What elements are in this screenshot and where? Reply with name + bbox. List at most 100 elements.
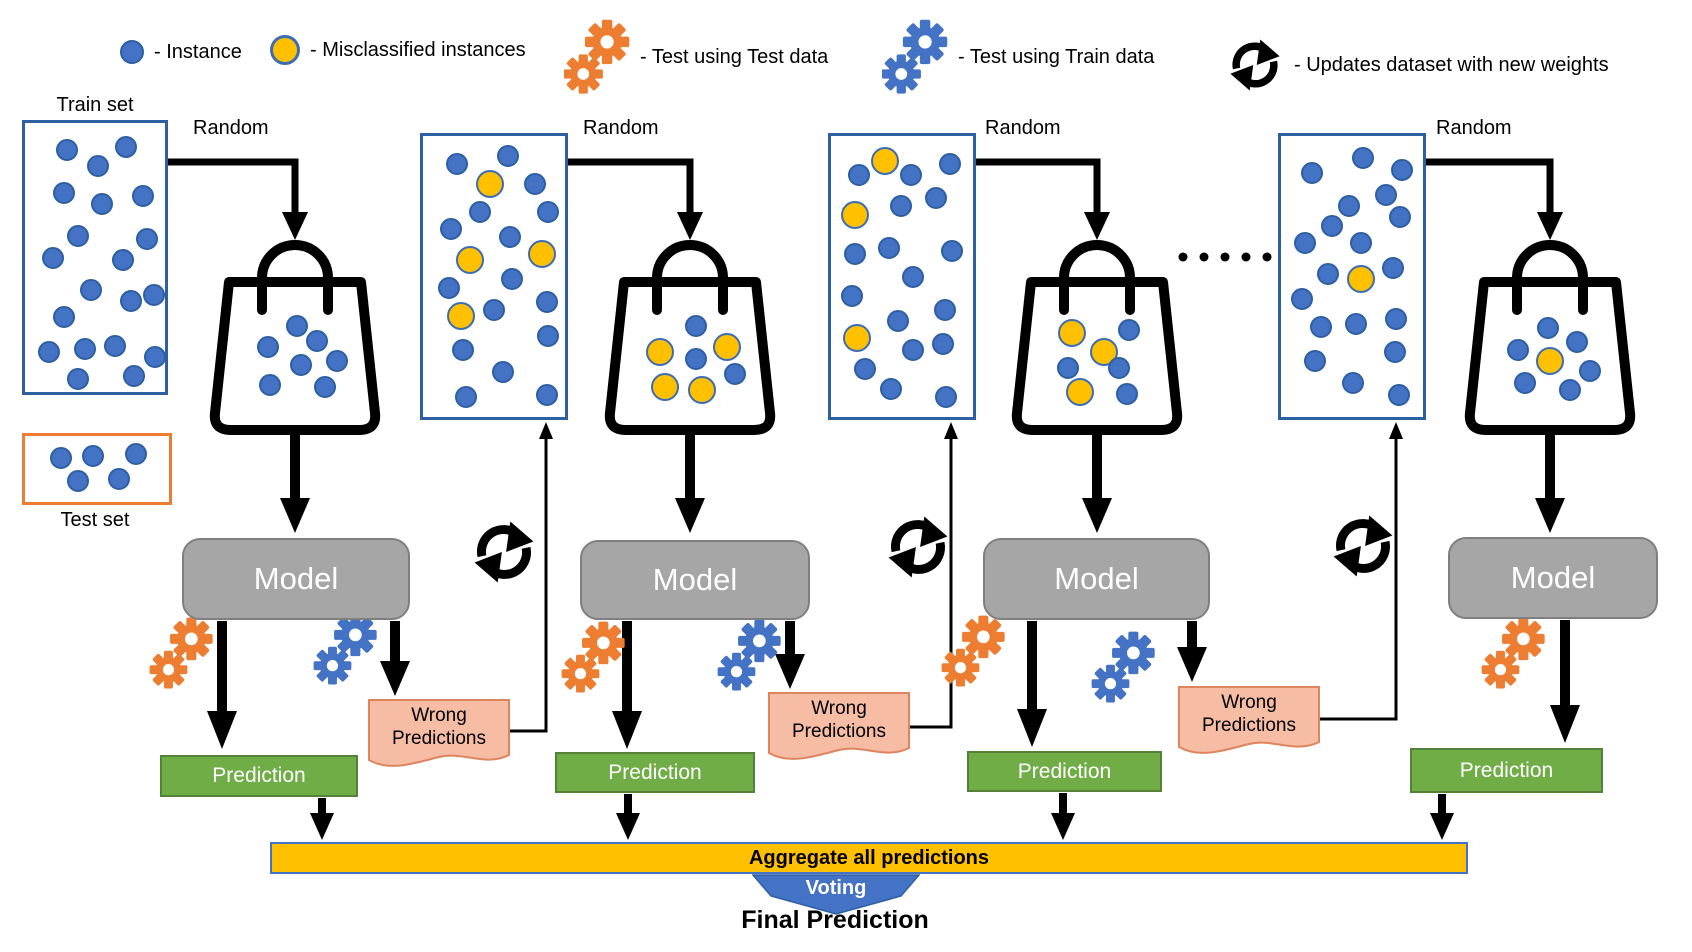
test-set-label: Test set: [60, 509, 130, 531]
wrong-predictions-box-3: Wrong Predictions: [1178, 686, 1320, 764]
misclassified-dot: [475, 169, 504, 198]
instance-dot: [886, 310, 909, 333]
instance-dot: [56, 138, 78, 161]
instance-dot: [1383, 341, 1406, 364]
prediction-box-3: Prediction: [967, 751, 1162, 792]
random-arrow-3: [975, 158, 1101, 214]
legend-item-updates: - Updates dataset with new weights: [1226, 36, 1609, 94]
ellipsis-dots: [1178, 252, 1272, 262]
test-gears-icon-2: [562, 622, 625, 693]
train-gears-icon-3: [1092, 632, 1155, 703]
wrong-predictions-label: Wrong Predictions: [1202, 692, 1296, 737]
model-to-wrong-arrows: [390, 621, 1197, 663]
instance-dot: [142, 284, 165, 307]
instance-dot: [902, 338, 925, 361]
instance-dot: [124, 442, 147, 465]
instance-dot: [67, 224, 90, 247]
random-label-4: Random: [1436, 117, 1512, 139]
instance-dot: [1108, 357, 1131, 380]
instance-dot: [446, 153, 469, 176]
legend-label: - Test using Train data: [958, 46, 1155, 68]
instance-dot: [848, 164, 871, 187]
update-weights-icon-3: [1334, 516, 1393, 577]
train-gears-icon-2: [718, 620, 781, 691]
prediction-box-2: Prediction: [555, 752, 755, 793]
instance-dot: [112, 249, 134, 272]
random-label-2: Random: [583, 117, 659, 139]
instance-dot: [1385, 307, 1408, 330]
feedback-line-1: [510, 437, 548, 733]
legend-label: - Updates dataset with new weights: [1294, 53, 1609, 76]
bag-dots-1: [233, 300, 357, 418]
instance-dot: [933, 299, 956, 322]
feedback-line-2: [910, 437, 953, 729]
model-to-prediction-arrows: [217, 620, 1570, 713]
instance-dot: [114, 136, 137, 159]
wave-shape: [1178, 686, 1320, 754]
bag-dots-4: [1488, 300, 1612, 418]
instance-dot: [841, 285, 864, 308]
instance-dot: [131, 184, 154, 207]
dataset-box-3: [828, 133, 976, 420]
instance-dot: [902, 265, 925, 288]
instance-dot: [723, 363, 746, 386]
legend-item-train-gears: - Test using Train data: [882, 18, 1154, 97]
instance-dot: [1316, 262, 1339, 285]
model-to-prediction-arrowheads: [207, 705, 1580, 749]
instance-dot: [1375, 184, 1398, 206]
wrong-predictions-label: Wrong Predictions: [392, 705, 486, 750]
instance-dot: [313, 376, 336, 399]
instance-dot: [86, 155, 109, 178]
instance-dot: [685, 348, 708, 370]
misclassified-dot: [870, 147, 899, 176]
instance-dot: [491, 361, 514, 384]
final-prediction-label: Final Prediction: [741, 906, 929, 934]
random-label-1: Random: [193, 117, 269, 139]
legend-label: - Misclassified instances: [310, 38, 526, 61]
instance-dot: [326, 350, 349, 373]
train-gears-icon-1: [314, 614, 377, 685]
instance-dot: [259, 373, 282, 396]
instance-dot: [135, 227, 158, 250]
instance-dot: [79, 278, 102, 301]
instance-dot: [451, 338, 474, 361]
misclassified-dot: [1058, 319, 1087, 348]
instance-dot: [1506, 338, 1529, 361]
instance-dot: [1345, 313, 1368, 336]
instance-dot: [42, 246, 64, 269]
random-label-3: Random: [985, 117, 1061, 139]
instance-dot: [1342, 372, 1365, 395]
instance-dot: [854, 358, 877, 381]
legend-item-instance: - Instance: [120, 40, 242, 64]
bag-to-model-arrowheads: [280, 498, 1565, 533]
train-gears-icon: [882, 18, 948, 97]
instance-dot: [1294, 231, 1317, 254]
instance-dot: [1352, 147, 1375, 170]
instance-dot: [53, 181, 76, 204]
model-box-2: Model: [580, 540, 810, 620]
instance-dot: [483, 299, 505, 322]
instance-dot: [1057, 357, 1080, 380]
model-box-3: Model: [983, 538, 1210, 620]
feedback-lines: [510, 437, 1398, 733]
wave-shape: [368, 699, 510, 767]
misclassified-dot: [651, 373, 680, 402]
instance-dot: [1514, 371, 1537, 394]
instance-dot-icon: [120, 40, 144, 64]
instance-dot: [107, 467, 130, 490]
instance-dot: [685, 314, 708, 337]
instance-dot: [290, 353, 313, 376]
instance-dot: [120, 289, 143, 312]
instance-dot: [879, 377, 902, 400]
legend-item-misclassified: - Misclassified instances: [270, 35, 526, 65]
update-weights-icon-1: [475, 522, 534, 583]
instance-dot: [468, 200, 491, 223]
instance-dot: [144, 346, 167, 369]
bag-dots-2: [628, 300, 752, 418]
instance-dot: [81, 444, 104, 467]
instance-dot: [1301, 161, 1324, 184]
instance-dot: [1291, 287, 1314, 310]
misclassified-dot-icon: [270, 35, 300, 65]
test-gears-icon-1: [150, 618, 213, 689]
random-arrow-2: [567, 158, 694, 214]
